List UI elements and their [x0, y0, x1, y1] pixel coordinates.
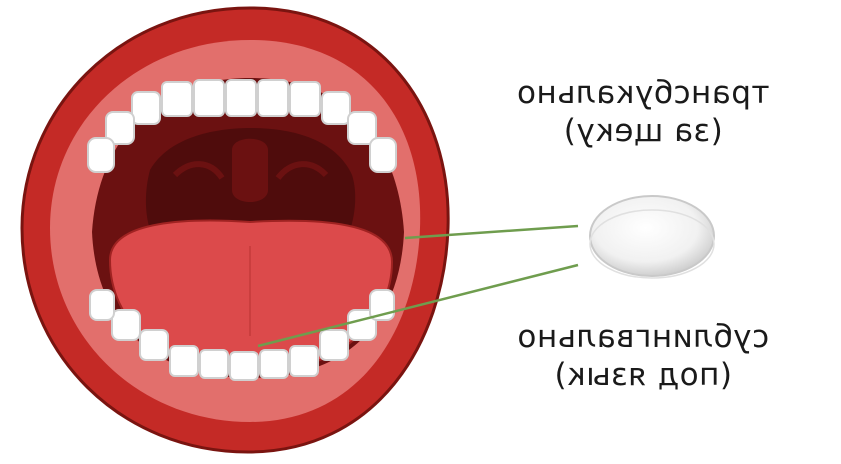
- sublingual-label-line2: (под язык): [463, 356, 823, 394]
- sublingual-label-line1: сублингвально: [463, 318, 823, 356]
- sublingual-label: сублингвально (под язык): [463, 318, 823, 394]
- uvula: [232, 139, 268, 202]
- pill: [590, 196, 714, 276]
- buccal-label-line1: трансбукально: [463, 74, 823, 112]
- buccal-label-line2: (за щеку): [463, 112, 823, 150]
- buccal-label: трансбукально (за щеку): [463, 74, 823, 150]
